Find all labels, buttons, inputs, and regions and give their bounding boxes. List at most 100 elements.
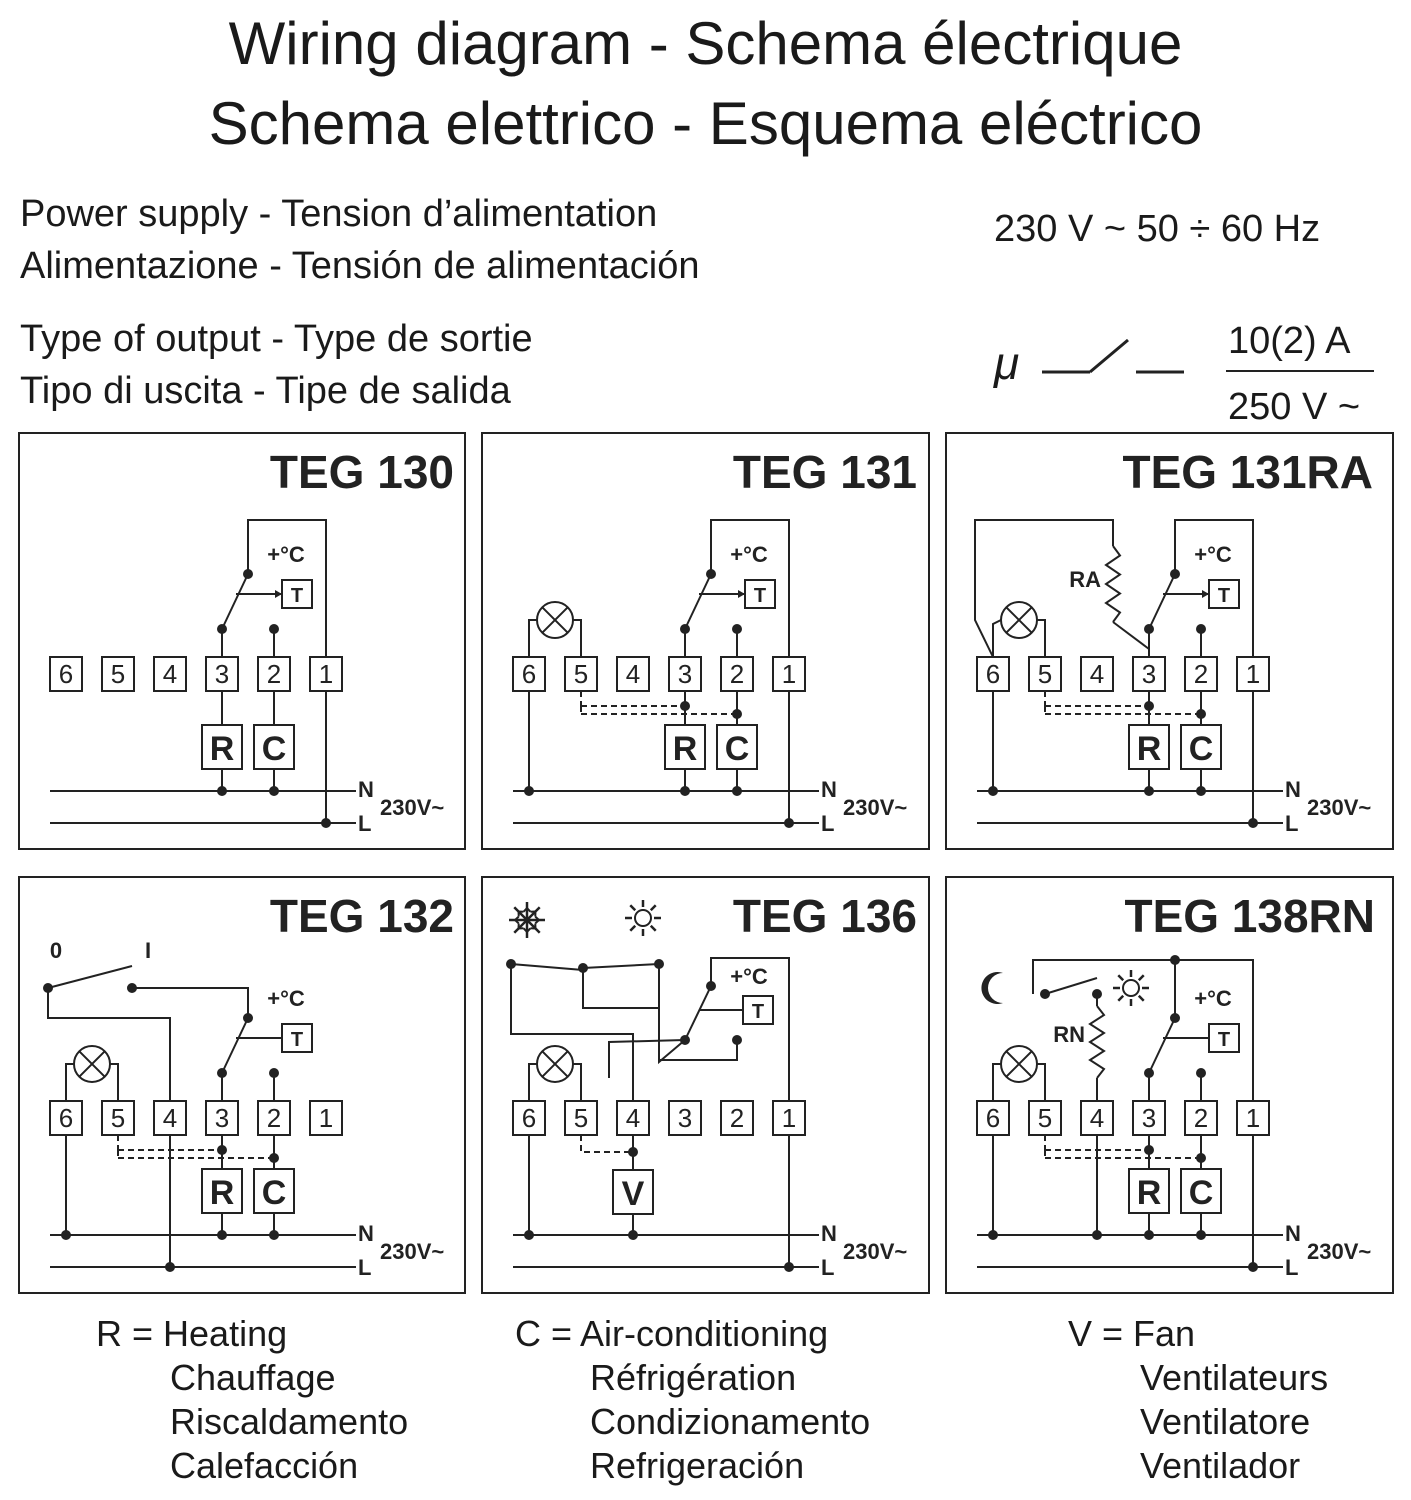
terminal-4-box xyxy=(616,656,650,692)
voltage-label: 230V~ xyxy=(1307,1239,1371,1264)
terminal-2: 2 xyxy=(267,659,281,689)
wire-thermostat-loop xyxy=(1174,519,1254,657)
arrow-head xyxy=(738,590,745,598)
neutral-label: N xyxy=(358,1221,374,1246)
junction-dot xyxy=(680,786,690,796)
lamp-icon xyxy=(536,601,574,639)
voltage-label: 230V~ xyxy=(380,795,444,820)
junction-dot xyxy=(1144,701,1154,711)
legend-fan: V = Fan Ventilateurs Ventilatore Ventila… xyxy=(1068,1312,1328,1488)
wire-lamp-6 xyxy=(65,1063,74,1101)
load-c-box xyxy=(253,1168,295,1214)
wire-ra-t3 xyxy=(1112,621,1150,650)
junction-dot xyxy=(269,786,279,796)
terminal-4: 4 xyxy=(626,659,640,689)
wire-lamp-6 xyxy=(992,619,1002,657)
output-rating-voltage: 250 V ~ xyxy=(1228,386,1361,428)
sensor-box xyxy=(281,1023,313,1053)
terminal-3-box xyxy=(205,656,239,692)
junction-dot xyxy=(628,1230,638,1240)
wire-cross-c xyxy=(608,1039,686,1078)
terminal-1: 1 xyxy=(1246,1103,1260,1133)
terminal-2: 2 xyxy=(267,1103,281,1133)
output-label-2: Tipo di uscita - Tipe de salida xyxy=(20,370,511,412)
terminal-4-box xyxy=(153,656,187,692)
load-r-box xyxy=(1128,1168,1170,1214)
sensor-label: T xyxy=(1218,585,1230,607)
wire-thermostat-loop xyxy=(710,519,790,657)
panel-title: TEG 131 xyxy=(733,446,917,498)
wire-lamp-6 xyxy=(528,1063,537,1101)
neutral-label: N xyxy=(821,1221,837,1246)
neutral-label: N xyxy=(821,777,837,802)
live-label: L xyxy=(821,811,834,836)
legend-heating-it: Riscaldamento xyxy=(170,1401,409,1442)
junction-dot xyxy=(217,786,227,796)
junction-dot xyxy=(1196,1230,1206,1240)
terminal-1: 1 xyxy=(782,1103,796,1133)
switch-blade xyxy=(1148,1017,1176,1074)
switch-blade xyxy=(1148,573,1176,630)
terminal-6-box xyxy=(512,656,546,692)
junction-dot xyxy=(217,1230,227,1240)
output-label-1: Type of output - Type de sortie xyxy=(20,318,533,360)
terminal-2-box xyxy=(257,1100,291,1136)
sensor-label: T xyxy=(754,585,766,607)
terminal-4: 4 xyxy=(626,1103,640,1133)
terminal-6-box xyxy=(512,1100,546,1136)
terminal-1: 1 xyxy=(782,659,796,689)
terminal-5-box xyxy=(101,656,135,692)
lamp-icon xyxy=(73,1045,111,1083)
junction-dot xyxy=(269,1230,279,1240)
legend-fan-es: Ventilador xyxy=(1140,1445,1301,1486)
title-line-2: Schema elettrico - Esquema eléctrico xyxy=(208,90,1203,157)
junction-dot xyxy=(1248,818,1258,828)
micro-symbol: μ xyxy=(994,337,1020,389)
junction-dot xyxy=(269,1153,279,1163)
load-c: C xyxy=(1189,1174,1214,1212)
terminal-2: 2 xyxy=(730,1103,744,1133)
terminal-6-box xyxy=(49,1100,83,1136)
junction-dot xyxy=(988,786,998,796)
temp-label: +°C xyxy=(1194,542,1232,567)
terminal-6: 6 xyxy=(59,659,73,689)
terminal-2-box xyxy=(720,1100,754,1136)
season-blade xyxy=(510,963,584,971)
junction-dot xyxy=(217,1145,227,1155)
legend-ac-it: Condizionamento xyxy=(590,1401,871,1442)
temp-label: +°C xyxy=(267,986,305,1011)
terminal-6: 6 xyxy=(522,659,536,689)
terminal-6: 6 xyxy=(59,1103,73,1133)
terminal-2: 2 xyxy=(1194,659,1208,689)
arrow-head xyxy=(1202,590,1209,598)
live-label: L xyxy=(358,811,371,836)
terminal-1-box xyxy=(772,1100,806,1136)
terminal-3: 3 xyxy=(215,659,229,689)
terminal-1-box xyxy=(1236,656,1270,692)
legend-ac-es: Refrigeración xyxy=(590,1445,805,1486)
power-supply-value: 230 V ~ 50 ÷ 60 Hz xyxy=(994,208,1321,250)
terminal-5: 5 xyxy=(574,659,588,689)
legend-air-conditioning: C = Air-conditioning Réfrigération Condi… xyxy=(515,1312,870,1488)
terminal-3-box xyxy=(205,1100,239,1136)
terminal-1: 1 xyxy=(319,659,333,689)
live-label: L xyxy=(821,1255,834,1280)
terminal-2: 2 xyxy=(1194,1103,1208,1133)
junction-dot xyxy=(321,818,331,828)
terminal-1: 1 xyxy=(1246,659,1260,689)
load-r: R xyxy=(210,1174,235,1212)
sensor-label: T xyxy=(291,585,303,607)
junction-dot xyxy=(165,1262,175,1272)
terminal-3-box xyxy=(668,1100,702,1136)
terminal-3: 3 xyxy=(678,1103,692,1133)
terminal-4: 4 xyxy=(1090,659,1104,689)
wire-cool xyxy=(510,964,634,1101)
terminal-5: 5 xyxy=(574,1103,588,1133)
switch-blade xyxy=(684,985,712,1041)
terminal-4: 4 xyxy=(163,1103,177,1133)
